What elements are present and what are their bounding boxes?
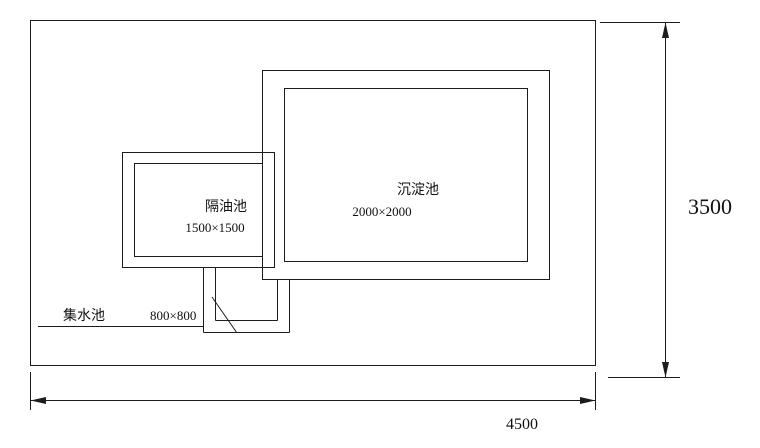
sedimentation-tank-label: 沉淀池: [397, 182, 439, 198]
sump-label: 集水池: [63, 307, 105, 324]
sedimentation-tank-inner-wall: [284, 88, 528, 262]
oil-separator-outer-wall: [122, 152, 275, 268]
width-dim-text: 4500: [506, 416, 538, 433]
oil-separator-size: 1500×1500: [185, 220, 244, 235]
site-boundary: [30, 20, 596, 366]
width-dim-arrow-left-icon: [30, 397, 46, 404]
oil-separator-inner-wall: [134, 163, 263, 257]
oil-separator-label: 隔油池: [205, 199, 247, 215]
sedimentation-tank-size: 2000×2000: [352, 204, 411, 219]
height-dim-text: 3500: [688, 194, 732, 219]
height-dim-arrow-top-icon: [662, 22, 669, 38]
sump-size: 800×800: [150, 308, 196, 323]
sedimentation-tank-outer-wall: [262, 70, 550, 280]
sump-leader-diagonal: [211, 296, 238, 334]
width-dim-arrow-right-icon: [580, 397, 596, 404]
height-dim-arrow-bottom-icon: [662, 362, 669, 378]
